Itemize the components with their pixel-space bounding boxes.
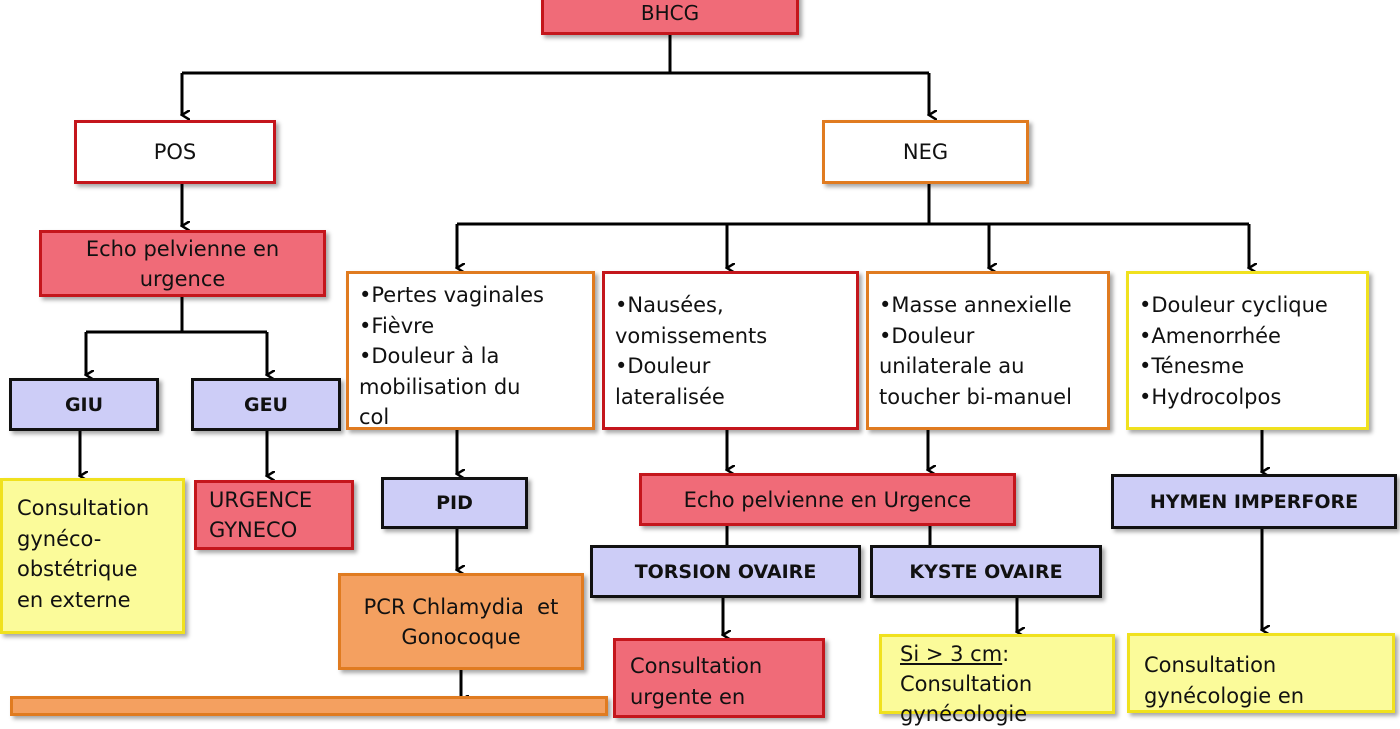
node-pos-label: POS: [153, 140, 197, 164]
line: urgente en: [630, 684, 746, 709]
line: •Fièvre: [359, 313, 435, 338]
node-neg-label: NEG: [902, 140, 949, 164]
line: toucher bi-manuel: [879, 384, 1072, 409]
line: •Amenorrhée: [1139, 323, 1281, 348]
line: •Douleur: [879, 323, 975, 348]
node-symptoms-hymen: •Douleur cyclique •Amenorrhée •Ténesme •…: [1126, 271, 1369, 430]
node-geu-label: GEU: [243, 393, 288, 416]
node-bhcg: BHCG: [541, 0, 799, 35]
line: Consultation: [900, 672, 1033, 696]
line: •Nausées,: [615, 293, 724, 317]
node-neg: NEG: [822, 120, 1029, 184]
node-echo-left-label: Echo pelvienne en urgence: [85, 236, 280, 291]
line: lateralisée: [615, 384, 725, 409]
node-symptoms-pid: •Pertes vaginales •Fièvre •Douleur à la …: [346, 271, 595, 430]
node-kyste-ovaire: KYSTE OVAIRE: [870, 545, 1102, 598]
line: mobilisation du: [359, 374, 521, 399]
node-consultation-gyneco-obstetrique: Consultation gynéco- obstétrique en exte…: [0, 478, 185, 634]
line: URGENCE: [209, 488, 313, 512]
line: •Douleur: [615, 354, 711, 378]
node-geu: GEU: [191, 378, 341, 431]
node-symptoms-kyste: •Masse annexielle •Douleur unilaterale a…: [866, 271, 1110, 430]
line: Consultation: [630, 654, 763, 678]
line: Consultation: [17, 496, 150, 520]
line: gynécologie en: [1144, 683, 1305, 708]
node-symptoms-torsion: •Nausées, vomissements •Douleur laterali…: [602, 271, 859, 430]
node-pid: PID: [381, 477, 528, 529]
node-kyste-consultation: Si > 3 cm: Consultation gynécologie: [879, 634, 1115, 726]
line: Consultation: [1144, 653, 1277, 677]
node-echo-mid-label: Echo pelvienne en Urgence: [683, 487, 972, 512]
node-kyste-label: KYSTE OVAIRE: [909, 560, 1063, 583]
line: en externe: [17, 587, 131, 612]
line: •Pertes vaginales: [359, 283, 544, 307]
node-pid-label: PID: [436, 492, 473, 514]
line: obstétrique: [17, 557, 138, 581]
node-urgence-gyneco: URGENCE GYNECO: [194, 480, 354, 550]
line: col: [359, 405, 390, 429]
connector-lines: [0, 35, 1400, 700]
node-hymen-imperfore: HYMEN IMPERFORE: [1111, 474, 1397, 529]
line: vomissements: [615, 323, 768, 348]
line: gynécologie: [900, 702, 1028, 726]
node-echo-pelvienne-urgence-mid: Echo pelvienne en Urgence: [639, 473, 1016, 526]
line: •Hydrocolpos: [1139, 384, 1282, 409]
node-bhcg-label: BHCG: [640, 0, 700, 25]
node-torsion-label: TORSION OVAIRE: [634, 560, 817, 583]
node-hymen-label: HYMEN IMPERFORE: [1149, 490, 1359, 513]
node-torsion-ovaire: TORSION OVAIRE: [590, 545, 861, 598]
node-giu-label: GIU: [64, 393, 104, 416]
line: Gonocoque: [401, 624, 521, 649]
node-pos: POS: [74, 120, 276, 184]
node-consultation-gynecologie: Consultation gynécologie en: [1127, 633, 1395, 713]
line: gynéco-: [17, 526, 102, 551]
node-bottom-orange: [10, 696, 608, 716]
condition-text: Si > 3 cm: [900, 642, 1003, 666]
node-pcr-chlamydia-gonocoque: PCR Chlamydia et Gonocoque: [338, 573, 584, 670]
line: PCR Chlamydia et: [363, 594, 559, 619]
line: •Douleur à la: [359, 344, 500, 368]
line: unilaterale au: [879, 354, 1025, 378]
line: •Douleur cyclique: [1139, 293, 1328, 317]
line-condition: Si > 3 cm:: [900, 642, 1010, 666]
node-echo-pelvienne-urgence-left: Echo pelvienne en urgence: [39, 230, 326, 297]
line: •Ténesme: [1139, 354, 1245, 378]
node-consultation-urgente: Consultation urgente en: [613, 638, 825, 718]
line: GYNECO: [209, 518, 298, 542]
line: •Masse annexielle: [879, 293, 1072, 317]
node-giu: GIU: [9, 378, 159, 431]
